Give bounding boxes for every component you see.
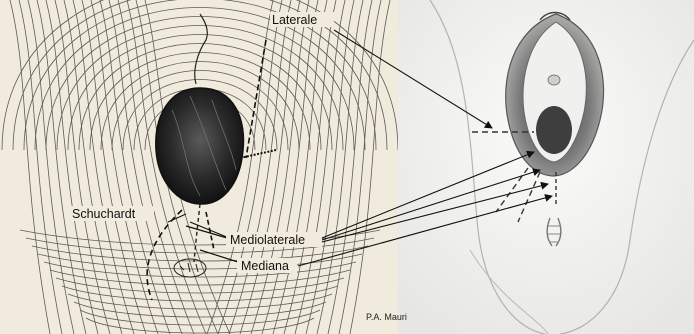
label-laterale: Laterale: [270, 12, 334, 27]
author-credit: P.A. Mauri: [366, 312, 407, 322]
mediana-label: Mediana: [241, 259, 289, 273]
laterale-label: Laterale: [272, 13, 317, 27]
left-engraving-panel: Schuchardt Mediolaterale Mediana Lateral…: [0, 0, 398, 334]
schuchardt-label: Schuchardt: [72, 207, 136, 221]
label-mediana: Mediana: [237, 258, 297, 273]
label-schuchardt: Schuchardt: [70, 206, 154, 221]
right-drawing-panel: P.A. Mauri: [366, 0, 694, 334]
label-mediolaterale: Mediolaterale: [226, 232, 322, 247]
mediolaterale-label: Mediolaterale: [230, 233, 305, 247]
